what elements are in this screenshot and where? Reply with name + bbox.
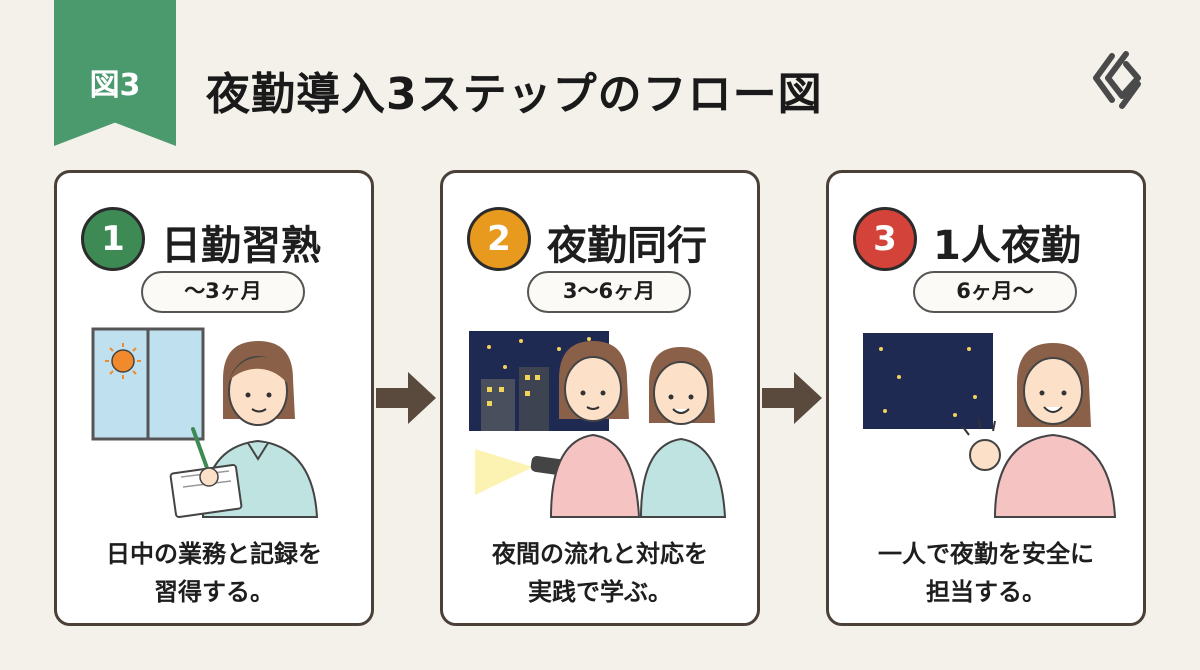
step-title: 夜勤同行: [547, 223, 707, 269]
figure-label: 図3: [89, 68, 141, 103]
step-card-1: 1 日勤習熟 〜3ヶ月 日中の業務と記録を 習得する。: [54, 170, 374, 626]
step-number-badge: 3: [853, 207, 917, 271]
step-title: 日勤習熟: [161, 223, 321, 269]
step-description: 一人で夜勤を安全に 担当する。: [839, 535, 1133, 611]
solo-night-illustration: [863, 333, 1117, 518]
description-line: 担当する。: [926, 578, 1046, 606]
page-title: 夜勤導入3ステップのフロー図: [206, 69, 823, 120]
description-line: 日中の業務と記録を: [106, 540, 322, 568]
step-card-3: 3 1人夜勤 6ヶ月〜 一人で夜勤を安全に 担当する。: [826, 170, 1146, 626]
period-badge: 6ヶ月〜: [913, 271, 1077, 313]
figure-ribbon: 図3: [54, 0, 176, 146]
step-description: 夜間の流れと対応を 実践で学ぶ。: [453, 535, 747, 611]
sun-icon: [111, 349, 135, 373]
step-description: 日中の業務と記録を 習得する。: [67, 535, 361, 611]
description-line: 実践で学ぶ。: [528, 578, 672, 606]
step-card-2: 2 夜勤同行 3〜6ヶ月 夜間の流れと対応を 実践で学ぶ。: [440, 170, 760, 626]
night-accompany-illustration: [469, 331, 727, 518]
step-title: 1人夜勤: [933, 223, 1081, 269]
day-study-illustration: [91, 327, 319, 518]
step-number-badge: 2: [467, 207, 531, 271]
arrow-right-icon: [376, 372, 436, 424]
description-line: 習得する。: [154, 578, 274, 606]
description-line: 一人で夜勤を安全に: [878, 540, 1094, 568]
period-badge: 3〜6ヶ月: [527, 271, 691, 313]
brand-logo-icon: [1093, 51, 1141, 109]
arrow-right-icon: [762, 372, 822, 424]
period-badge: 〜3ヶ月: [141, 271, 305, 313]
description-line: 夜間の流れと対応を: [492, 540, 708, 568]
step-number-badge: 1: [81, 207, 145, 271]
